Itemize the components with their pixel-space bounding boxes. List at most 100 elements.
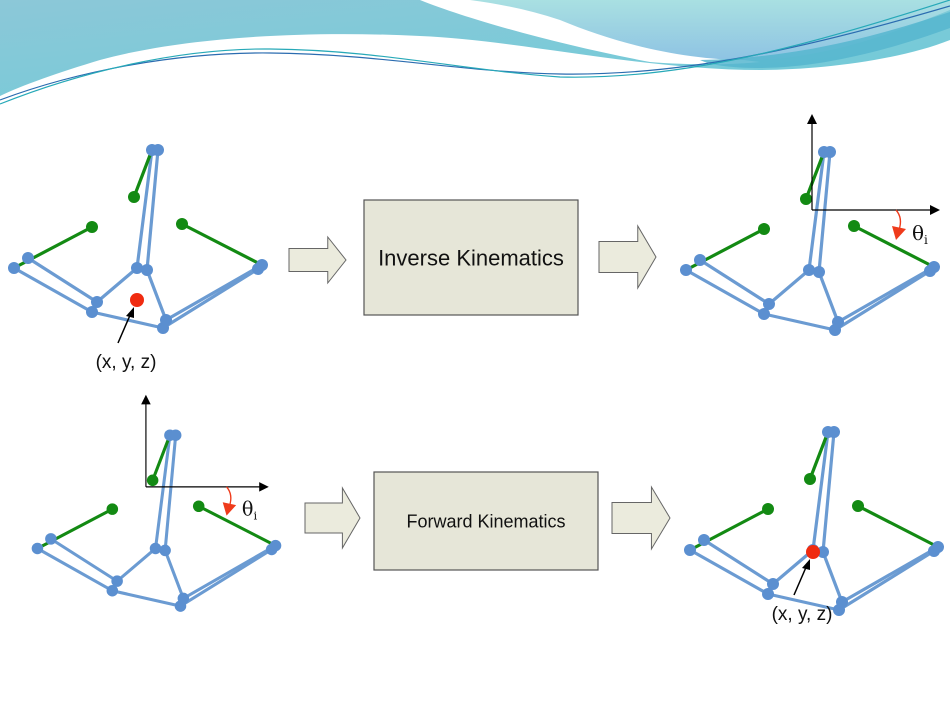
robot-joint <box>45 533 57 545</box>
pointer-arrowhead <box>126 307 134 318</box>
z-axis-arrowhead <box>807 114 817 124</box>
robot-leg <box>198 504 277 547</box>
robot-link <box>163 548 185 600</box>
robot-leg <box>132 149 154 198</box>
robot-link <box>12 266 94 314</box>
robot-link <box>26 256 99 304</box>
wave-line-teal <box>0 0 950 105</box>
leg-tip-joint <box>800 193 812 205</box>
robot-joint <box>932 541 944 553</box>
leg-tip-joint <box>128 191 140 203</box>
robot-joint <box>8 262 20 274</box>
robot-joint <box>91 296 103 308</box>
leg-tip-joint <box>192 500 205 512</box>
theta-symbol: θ <box>242 498 254 521</box>
robot-joint <box>836 596 848 608</box>
robot-joint <box>928 261 940 273</box>
x-axis-arrowhead <box>259 482 269 492</box>
robot-joint <box>803 264 815 276</box>
robot-link <box>771 548 815 586</box>
robot-link <box>702 538 775 586</box>
robot-link <box>145 148 160 272</box>
robot-link <box>178 547 274 608</box>
wave-band-right <box>470 0 950 61</box>
robot-link <box>817 150 832 274</box>
leg-tip-joint <box>86 221 98 233</box>
robot-link <box>115 546 158 583</box>
robot-link <box>836 265 936 324</box>
robot-link <box>164 263 264 322</box>
robot-joint <box>159 544 171 557</box>
robot-leg <box>857 504 939 549</box>
pointer-arrowhead <box>802 559 810 570</box>
robot-link <box>821 430 836 554</box>
robot-diagram <box>680 146 940 336</box>
robot-joint <box>160 314 172 326</box>
robot-joint <box>141 264 153 276</box>
robot-joint <box>813 266 825 278</box>
leg-tip-joint <box>146 474 159 487</box>
theta-symbol: θ <box>912 221 924 245</box>
robot-link <box>49 537 119 583</box>
robot-link <box>684 268 766 316</box>
theta-label: θi <box>242 498 258 523</box>
z-axis-arrowhead <box>141 394 151 405</box>
leg-tip-joint <box>804 473 816 485</box>
robot-leg <box>808 431 830 480</box>
robot-joint <box>824 146 836 158</box>
robot-link <box>135 148 154 270</box>
leg-tip-joint <box>106 503 119 515</box>
pointer-arrow-line <box>793 564 808 596</box>
robot-link <box>817 270 840 324</box>
robot-leg <box>853 224 935 269</box>
robot-joint <box>111 575 123 587</box>
pointer-arrow-line <box>117 312 132 344</box>
robot-joint <box>169 429 182 441</box>
robot-joint <box>684 544 696 556</box>
leg-tip-joint <box>176 218 188 230</box>
target-point <box>130 293 144 307</box>
robot-link <box>811 430 830 552</box>
robot-link <box>840 545 940 604</box>
angle-arc <box>895 209 902 231</box>
theta-subscript: i <box>253 509 257 523</box>
robot-joint <box>106 584 119 597</box>
robot-joint <box>832 316 844 328</box>
process-label: Forward Kinematics <box>406 511 565 531</box>
robot-joint <box>22 252 34 264</box>
position-label: (x, y, z) <box>96 352 157 373</box>
theta-label: θi <box>912 221 928 247</box>
robot-joint <box>131 262 143 274</box>
robot-joint <box>694 254 706 266</box>
robot-diagram <box>8 144 268 334</box>
robot-joint <box>828 426 840 438</box>
robot-link <box>688 548 770 596</box>
robot-link <box>110 589 183 608</box>
angle-arrowhead <box>892 226 906 240</box>
robot-diagram <box>31 429 282 612</box>
process-label: Inverse Kinematics <box>378 245 564 270</box>
robot-joint <box>762 588 774 600</box>
wave-band-dark <box>700 12 950 68</box>
robot-link <box>145 268 168 322</box>
robot-link <box>766 592 841 612</box>
robot-joint <box>680 264 692 276</box>
inverse-kinematics-row: (x, y, z) Inverse Kinematics θi <box>8 114 940 373</box>
robot-link <box>837 549 936 612</box>
position-label: (x, y, z) <box>772 604 833 625</box>
robot-joint <box>177 592 190 605</box>
flow-arrow <box>288 235 347 285</box>
robot-joint <box>767 578 779 590</box>
target-point <box>806 545 820 559</box>
robot-link <box>35 546 114 593</box>
robot-link <box>698 258 771 306</box>
robot-joint <box>758 308 770 320</box>
robot-link <box>161 267 260 330</box>
robot-link <box>95 266 139 304</box>
robot-link <box>821 550 844 604</box>
robot-link <box>807 150 826 272</box>
process-box <box>363 199 579 316</box>
target-position-marker: (x, y, z) <box>772 545 833 625</box>
robot-joint <box>256 259 268 271</box>
